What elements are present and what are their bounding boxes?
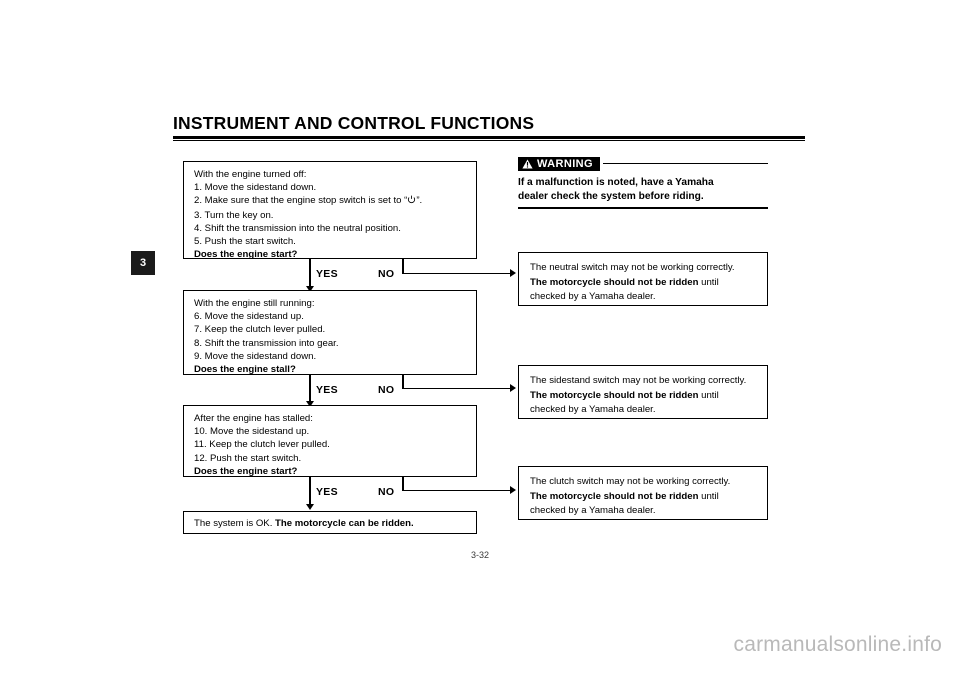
neutral-switch-failure-box: The neutral switch may not be working co…	[518, 252, 768, 306]
outcome-normal: The system is OK.	[194, 518, 276, 529]
step-2-line-3: 7. Keep the clutch lever pulled.	[194, 324, 326, 336]
step-2-yes-arrow	[306, 401, 314, 407]
step-1-no-label: NO	[378, 268, 395, 280]
step-2-line-5: 9. Move the sidestand down.	[194, 350, 317, 362]
page-number: 3-32	[470, 550, 489, 560]
header-rule-thin	[173, 140, 805, 142]
step-1-no-arrow	[510, 269, 516, 277]
warning-bottom-rule	[518, 207, 768, 209]
header-rule-thick	[173, 136, 805, 139]
step-3-line-4: 12. Push the start switch.	[194, 452, 302, 464]
page-header: INSTRUMENT AND CONTROL FUNCTIONS	[173, 113, 805, 142]
step-3-no-arrow	[510, 486, 516, 494]
step-3-line-3: 11. Keep the clutch lever pulled.	[194, 439, 330, 451]
step-2-yes-label: YES	[316, 384, 338, 396]
chapter-tab-number: 3	[139, 257, 147, 269]
step-1-yes-arrow	[306, 286, 314, 292]
step-2-line-1: With the engine still running:	[194, 298, 315, 309]
sidestand-failure-line-3: checked by a Yamaha dealer.	[530, 404, 656, 415]
step-1-no-connector-horizontal	[402, 272, 511, 275]
step-3-no-label: NO	[378, 486, 395, 498]
warning-header-rule	[602, 162, 768, 165]
step-1-line-3-text: 2. Make sure that the engine stop switch…	[194, 195, 408, 207]
outcome-bold: The motorcycle can be ridden.	[275, 518, 414, 529]
step-2-question: Does the engine stall?	[194, 364, 296, 376]
step-2-no-arrow	[510, 384, 516, 392]
step-3-no-connector-horizontal	[402, 489, 511, 492]
clutch-failure-line-2-rest: until	[698, 490, 719, 502]
step-2-yes-connector	[309, 375, 311, 404]
sidestand-failure-line-2-bold: The motorcycle should not be ridden	[530, 389, 699, 401]
step-3-no-connector-vertical	[402, 477, 404, 491]
warning-text-line-2: dealer check the system before riding.	[518, 190, 704, 202]
warning-block: WARNING If a malfunction is noted, have …	[518, 157, 768, 209]
step-2-no-connector-horizontal	[402, 387, 511, 390]
step-1-line-1: With the engine turned off:	[194, 169, 307, 180]
step-1-line-3-suffix: ”.	[416, 195, 423, 207]
warning-triangle-icon	[522, 159, 533, 169]
step-2-line-4: 8. Shift the transmission into gear.	[194, 337, 339, 349]
flow-step-1-box: With the engine turned off: 1. Move the …	[183, 161, 477, 261]
chapter-tab-3[interactable]: 3	[131, 251, 155, 275]
neutral-failure-line-2-bold: The motorcycle should not be ridden	[530, 276, 699, 288]
step-1-line-4: 3. Turn the key on.	[194, 209, 274, 221]
clutch-failure-line-1: The clutch switch may not be working cor…	[530, 476, 731, 487]
step-1-yes-label: YES	[316, 268, 338, 280]
step-3-question: Does the engine start?	[194, 465, 298, 477]
step-2-no-label: NO	[378, 384, 395, 396]
step-3-yes-connector	[309, 477, 311, 507]
neutral-failure-line-3: checked by a Yamaha dealer.	[530, 291, 656, 302]
warning-tag: WARNING	[518, 157, 600, 171]
clutch-failure-line-2: The motorcycle should not be ridden unti…	[530, 490, 757, 505]
warning-header: WARNING	[518, 157, 768, 171]
warning-tag-label: WARNING	[537, 157, 593, 170]
sidestand-switch-failure-box: The sidestand switch may not be working …	[518, 365, 768, 419]
engine-stop-run-symbol-icon	[407, 195, 416, 208]
step-3-line-2: 10. Move the sidestand up.	[194, 426, 310, 438]
step-3-yes-arrow	[306, 504, 314, 510]
step-1-line-3: 2. Make sure that the engine stop switch…	[194, 194, 467, 208]
neutral-failure-line-2: The motorcycle should not be ridden unti…	[530, 276, 757, 291]
outcome-text: The system is OK. The motorcycle can be …	[194, 517, 467, 530]
sidestand-failure-line-2-rest: until	[698, 389, 719, 401]
step-1-line-5: 4. Shift the transmission into the neutr…	[194, 222, 401, 234]
neutral-failure-line-2-rest: until	[698, 276, 719, 288]
clutch-switch-failure-box: The clutch switch may not be working cor…	[518, 466, 768, 520]
warning-text: If a malfunction is noted, have a Yamaha…	[518, 176, 768, 203]
step-3-line-1: After the engine has stalled:	[194, 413, 313, 424]
sidestand-failure-line-1: The sidestand switch may not be working …	[530, 375, 747, 386]
step-2-no-connector-vertical	[402, 375, 404, 389]
step-1-line-2: 1. Move the sidestand down.	[194, 182, 317, 194]
step-1-yes-connector	[309, 259, 311, 289]
clutch-failure-line-2-bold: The motorcycle should not be ridden	[530, 490, 699, 502]
step-1-line-6: 5. Push the start switch.	[194, 236, 296, 248]
warning-text-line-1: If a malfunction is noted, have a Yamaha	[518, 177, 714, 188]
step-2-line-2: 6. Move the sidestand up.	[194, 311, 304, 323]
flow-outcome-box: The system is OK. The motorcycle can be …	[183, 511, 477, 534]
site-watermark: carmanualsonline.info	[733, 633, 942, 656]
step-1-question: Does the engine start?	[194, 249, 298, 261]
flow-step-2-box: With the engine still running: 6. Move t…	[183, 290, 477, 375]
clutch-failure-line-3: checked by a Yamaha dealer.	[530, 505, 656, 516]
step-1-no-connector-vertical	[402, 259, 404, 274]
sidestand-failure-line-2: The motorcycle should not be ridden unti…	[530, 389, 757, 404]
step-3-yes-label: YES	[316, 486, 338, 498]
page-title: INSTRUMENT AND CONTROL FUNCTIONS	[173, 113, 535, 133]
flow-step-3-box: After the engine has stalled: 10. Move t…	[183, 405, 477, 477]
neutral-failure-line-1: The neutral switch may not be working co…	[530, 262, 735, 273]
